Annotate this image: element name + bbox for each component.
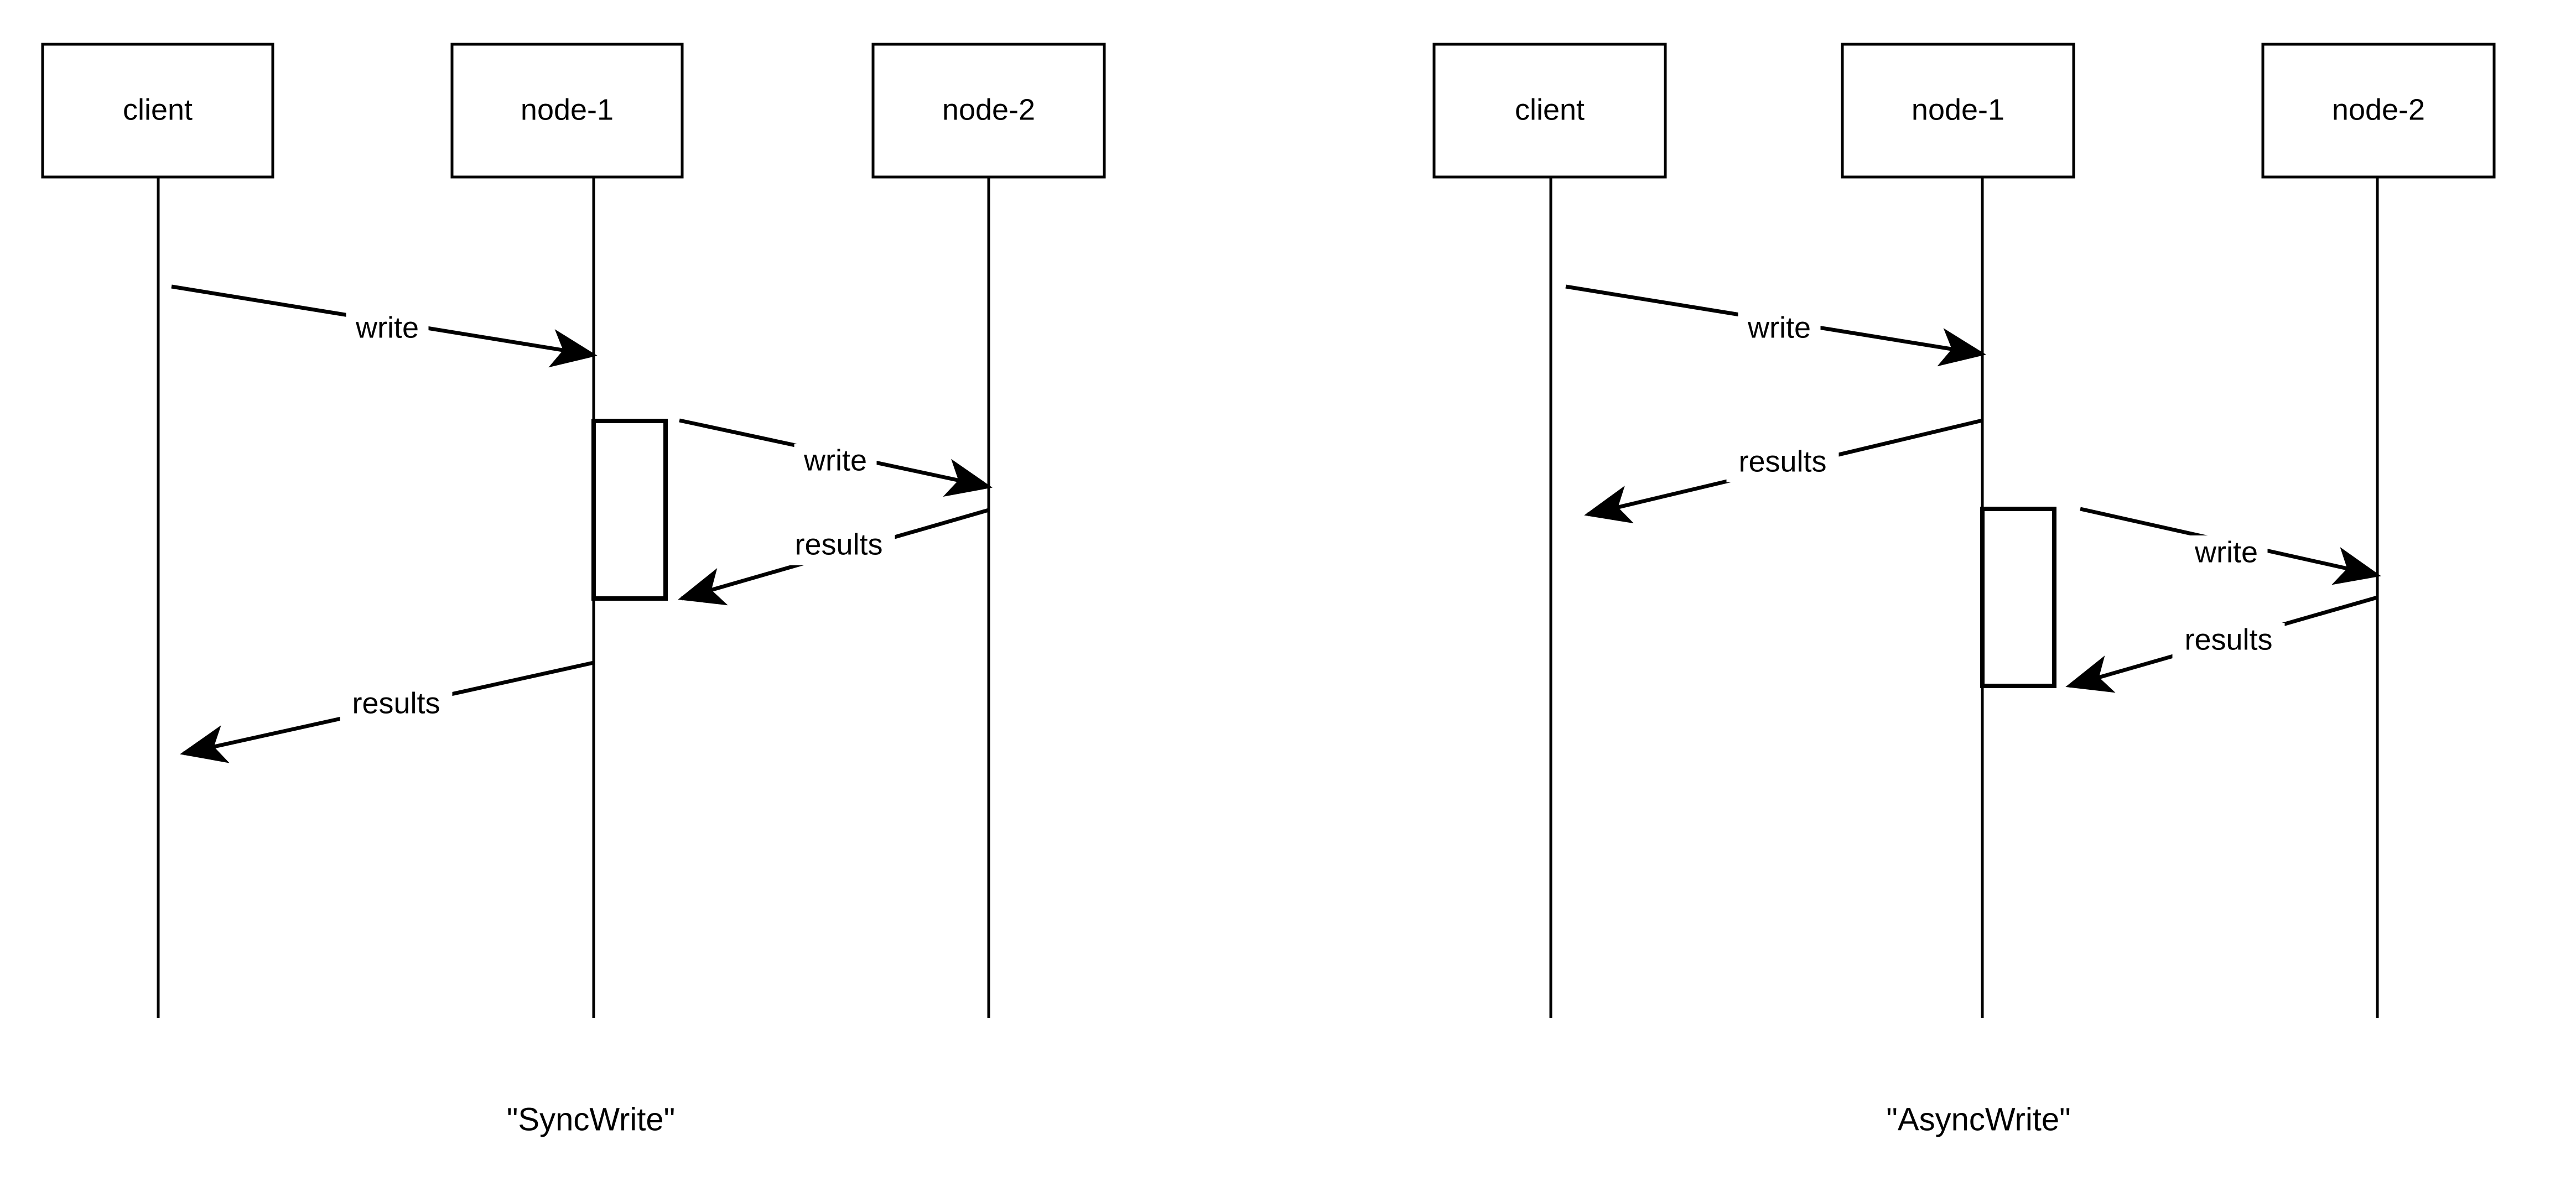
sequence-diagram-async-write: client node-1 node-2 write results write resul… bbox=[1432, 43, 2496, 1137]
diagram-caption-async-write: "AsyncWrite" bbox=[1886, 1101, 2070, 1137]
participant-box-client[interactable] bbox=[1432, 43, 1667, 179]
message-label-backdrop bbox=[2185, 535, 2268, 573]
message-label-write-1: write bbox=[803, 444, 867, 477]
message-label-backdrop bbox=[346, 311, 429, 348]
message-label-results-2: results bbox=[794, 528, 882, 561]
message-label-results-3: results bbox=[352, 686, 440, 720]
message-label-write-0: write bbox=[1747, 311, 1811, 344]
sequence-diagram-sync-write: client node-1 node-2 write write results resul… bbox=[41, 43, 1106, 1137]
participant-label-node-2: node-2 bbox=[942, 93, 1035, 126]
participant-box-node-1[interactable] bbox=[450, 43, 684, 179]
activation-bar-node-1 bbox=[591, 419, 668, 601]
message-label-backdrop bbox=[340, 686, 453, 724]
participant-label-client: client bbox=[1515, 93, 1585, 126]
message-label-write-2: write bbox=[2194, 535, 2258, 569]
participant-box-client[interactable] bbox=[41, 43, 274, 179]
message-label-backdrop bbox=[794, 444, 877, 481]
message-label-backdrop bbox=[2172, 623, 2285, 660]
participant-label-node-2: node-2 bbox=[2332, 93, 2425, 126]
message-label-backdrop bbox=[1726, 445, 1839, 482]
participant-label-node-1: node-1 bbox=[521, 93, 614, 126]
participant-box-node-2[interactable] bbox=[871, 43, 1106, 179]
participant-label-node-1: node-1 bbox=[1912, 93, 2004, 126]
participant-box-node-1[interactable] bbox=[1841, 43, 2075, 179]
participant-box-node-2[interactable] bbox=[2261, 43, 2496, 179]
participant-label-client: client bbox=[123, 93, 193, 126]
message-label-write-0: write bbox=[355, 311, 419, 344]
activation-bar-node-1 bbox=[1980, 507, 2056, 688]
message-label-results-3: results bbox=[2184, 623, 2272, 656]
message-label-results-1: results bbox=[1738, 445, 1826, 478]
message-label-backdrop bbox=[1738, 311, 1821, 348]
message-label-backdrop bbox=[782, 528, 895, 565]
diagram-caption-sync-write: "SyncWrite" bbox=[507, 1101, 675, 1137]
